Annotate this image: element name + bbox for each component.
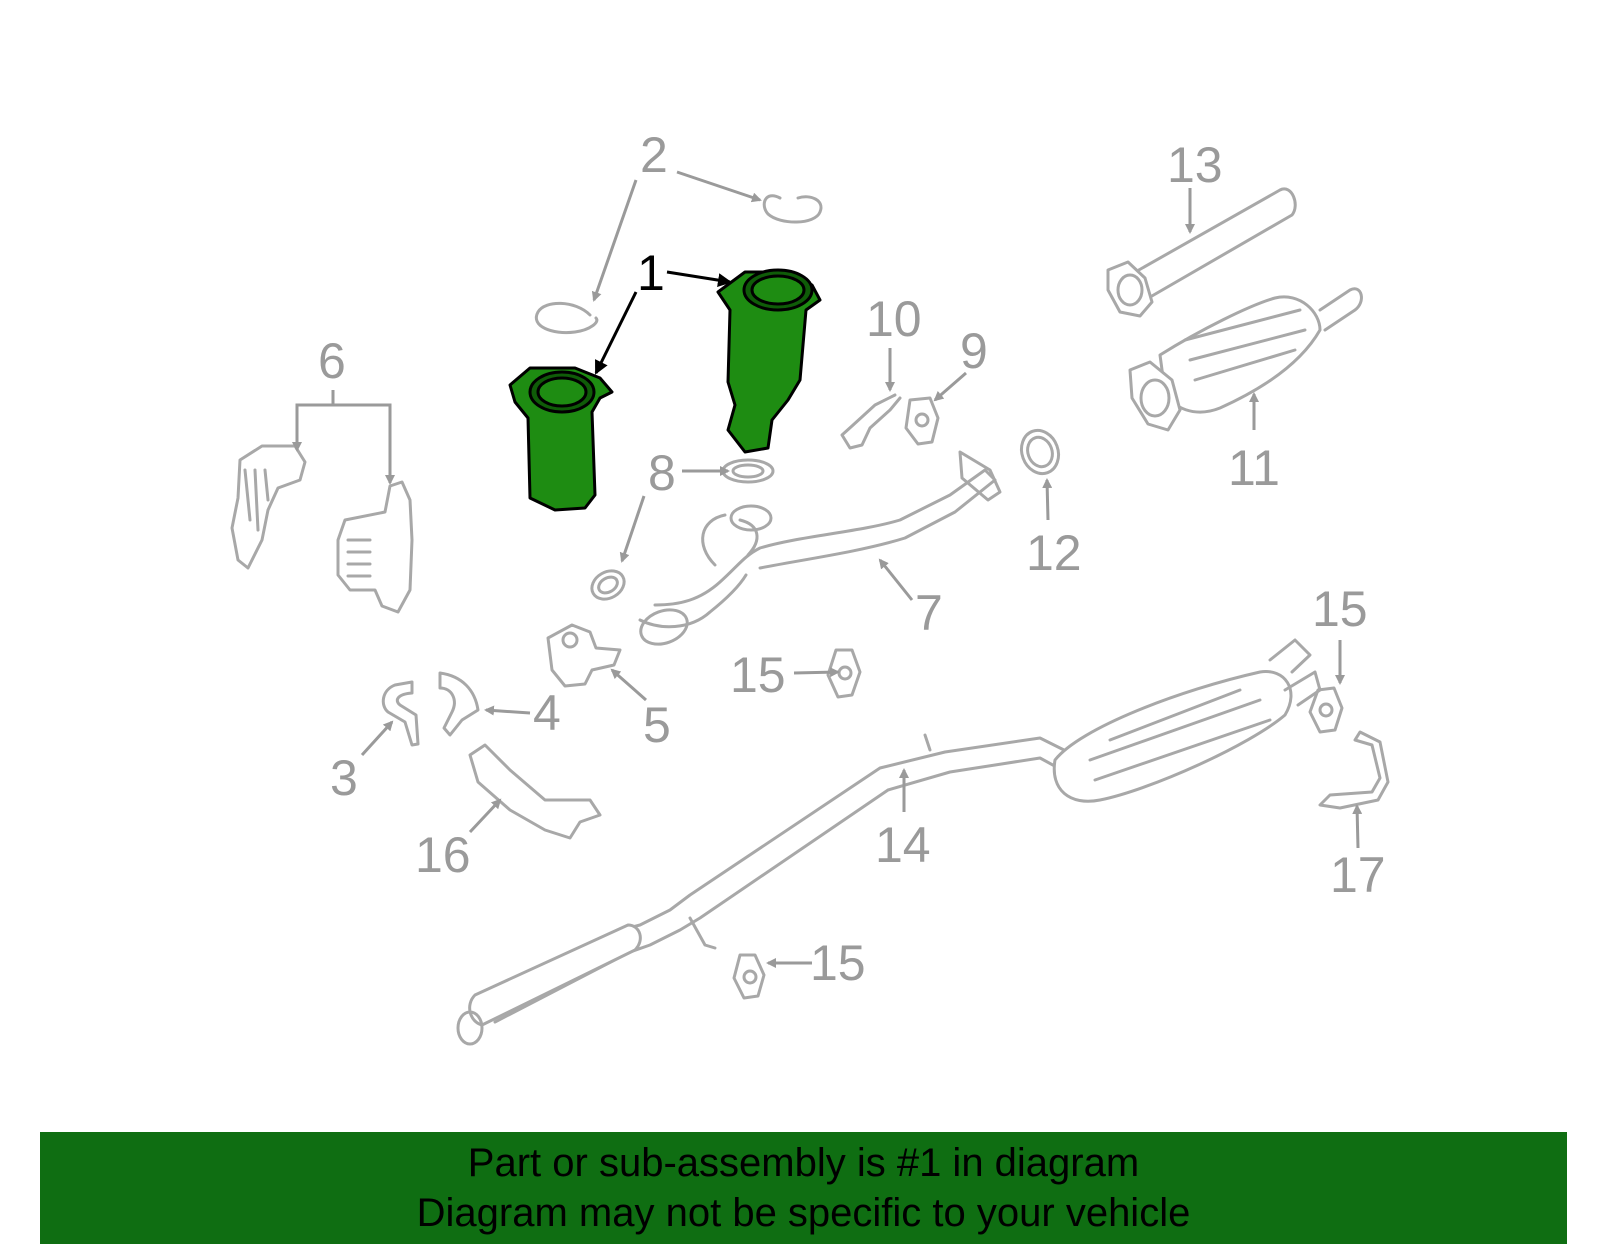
callout-4[interactable]: 4 (533, 685, 561, 741)
callout-8[interactable]: 8 (648, 445, 676, 501)
banner-line-2: Diagram may not be specific to your vehi… (416, 1191, 1191, 1235)
gasket-12 (1019, 428, 1061, 476)
callout-3[interactable]: 3 (330, 750, 358, 806)
insulator-15a (826, 648, 862, 699)
callout-7[interactable]: 7 (915, 585, 943, 641)
heat-shield-right (336, 480, 414, 614)
callout-9[interactable]: 9 (960, 323, 988, 379)
clamp-3 (381, 680, 420, 747)
clip-ring-right (762, 194, 823, 224)
insulator-15c (732, 953, 766, 1000)
bracket-16 (468, 743, 602, 840)
callout-11[interactable]: 11 (1228, 440, 1280, 496)
info-banner: Part or sub-assembly is #1 in diagram Di… (40, 1132, 1567, 1244)
clamp-4 (438, 671, 480, 737)
callout-17[interactable]: 17 (1330, 847, 1386, 903)
pipe-13 (1106, 187, 1297, 318)
catalytic-converter-rear[interactable] (508, 366, 614, 512)
exhaust-diagram: 1 2 3 4 5 6 7 8 9 10 11 12 13 14 15 15 1… (230, 127, 1390, 1046)
callout-15-bottom[interactable]: 15 (810, 935, 866, 991)
converter-11 (1128, 287, 1363, 432)
callout-15-center[interactable]: 15 (730, 647, 786, 703)
callout-1[interactable]: 1 (637, 245, 665, 301)
callout-15-right[interactable]: 15 (1312, 581, 1368, 637)
callout-14[interactable]: 14 (875, 817, 931, 873)
insulator-15b (1308, 686, 1344, 734)
callout-12[interactable]: 12 (1026, 525, 1082, 581)
banner-line-1: Part or sub-assembly is #1 in diagram (467, 1141, 1140, 1185)
bracket-10 (840, 393, 902, 450)
heat-shield-left (230, 444, 307, 570)
bracket-5 (546, 623, 622, 688)
callout-13[interactable]: 13 (1167, 137, 1223, 193)
callout-labels: 1 2 3 4 5 6 7 8 9 10 11 12 13 14 15 15 1… (318, 127, 1386, 991)
hanger-9 (904, 396, 940, 446)
callout-5[interactable]: 5 (643, 697, 671, 753)
front-pipe (638, 450, 1002, 646)
catalytic-converter-front[interactable] (716, 268, 822, 454)
bracket-17 (1318, 730, 1390, 810)
callout-16[interactable]: 16 (415, 827, 471, 883)
clip-ring-left (534, 301, 599, 335)
callout-6[interactable]: 6 (318, 333, 346, 389)
callout-10[interactable]: 10 (866, 291, 922, 347)
callout-2[interactable]: 2 (640, 127, 668, 183)
muffler-assembly-14 (456, 638, 1322, 1046)
gasket-8b (590, 569, 626, 601)
gasket-8a (721, 458, 775, 484)
leaders (292, 170, 1363, 968)
